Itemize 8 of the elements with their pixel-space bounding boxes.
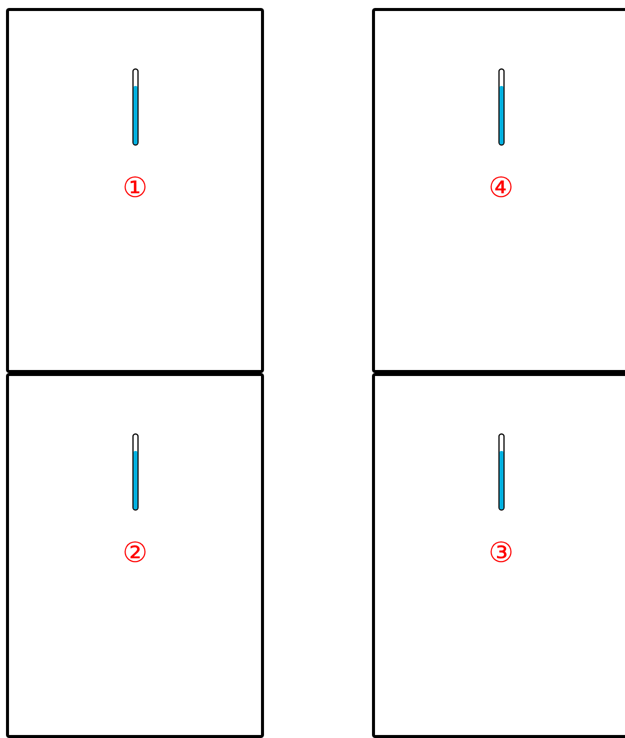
callout-number: ④ (488, 174, 514, 202)
battery-module (372, 8, 625, 373)
callout-number: ① (122, 174, 148, 202)
battery-module (372, 373, 625, 738)
battery-module (6, 8, 264, 373)
callout-number: ② (122, 539, 148, 567)
battery-module (6, 373, 264, 738)
callout-number: ③ (488, 539, 514, 567)
